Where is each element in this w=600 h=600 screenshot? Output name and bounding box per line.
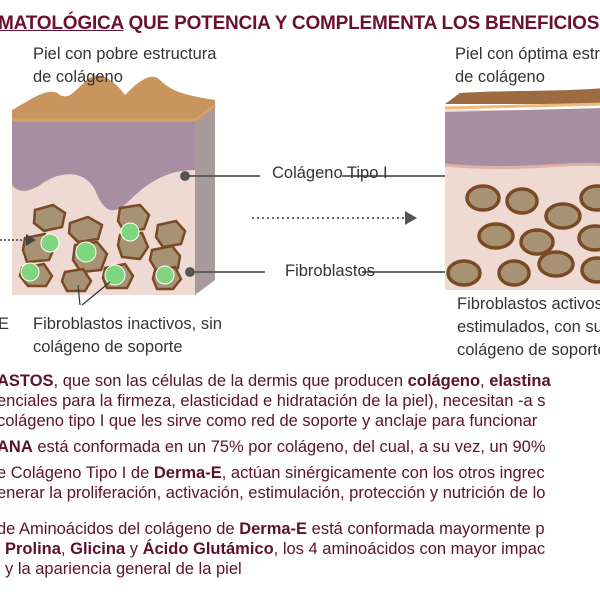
bold-text: Derma-E xyxy=(153,464,222,482)
text: e Colágeno Tipo I de xyxy=(0,464,154,482)
right-caption-line: Piel con óptima estru xyxy=(455,45,600,63)
paragraph-amino-acids: de Aminoácidos del colágeno de Derma-E e… xyxy=(0,519,545,579)
bold-text: Derma-E xyxy=(239,520,308,538)
text: , xyxy=(480,372,490,390)
title-underlined: MATOLÓGICA xyxy=(0,13,124,34)
inactive-caption-line: colágeno de soporte xyxy=(33,338,183,356)
active-caption-line: Fibroblastos activos xyxy=(457,295,600,313)
text-line: enciales para la firmeza, elasticidad e … xyxy=(0,392,546,410)
text: está conformada mayormente p xyxy=(307,520,545,538)
inactive-caption-line: Fibroblastos inactivos, sin xyxy=(33,315,222,333)
active-caption-line: colágeno de soporte xyxy=(457,341,600,359)
inactive-caption: Fibroblastos inactivos, sin colágeno de … xyxy=(33,313,222,359)
poor-skin-block xyxy=(0,75,216,306)
text-line: y la apariencia general de la piel xyxy=(5,560,242,578)
label-collagen-type-1: Colágeno Tipo I xyxy=(272,164,388,182)
bold-text: elastina xyxy=(489,372,551,390)
active-caption-line: estimulados, con su xyxy=(457,318,600,336)
label-fibroblasts: Fibroblastos xyxy=(285,262,375,280)
bold-text: ANA xyxy=(0,438,33,456)
bold-text: Prolina xyxy=(5,540,61,558)
bold-text: colágeno xyxy=(407,372,481,390)
paragraph-fibroblasts: ASTOS, que son las células de la dermis … xyxy=(0,371,551,431)
text-line: enerar la proliferación, activación, est… xyxy=(0,484,546,502)
left-caption-line: de colágeno xyxy=(33,68,123,86)
text: , xyxy=(60,540,71,558)
active-fibroblasts xyxy=(446,184,600,287)
text: , los 4 aminoácidos con mayor impac xyxy=(273,540,546,558)
bold-text: Glicina xyxy=(70,540,126,558)
left-caption: Piel con pobre estructura de colágeno xyxy=(33,43,216,89)
text: y xyxy=(125,540,143,558)
bold-text: Ácido Glutámico xyxy=(142,540,274,558)
active-caption: Fibroblastos activos estimulados, con su… xyxy=(457,293,600,362)
text: está conformada en un 75% por colágeno, … xyxy=(32,438,546,456)
text-line: colágeno tipo I que les sirve como red d… xyxy=(0,412,538,430)
right-caption-line: de colágeno xyxy=(455,68,545,86)
paragraph-collagen-type-1: e Colágeno Tipo I de Derma-E, actúan sin… xyxy=(0,463,545,503)
text: , que son las células de la dermis que p… xyxy=(53,372,408,390)
paragraph-skin: ANA está conformada en un 75% por coláge… xyxy=(0,437,546,457)
text: , actúan sinérgicamente con los otros in… xyxy=(221,464,545,482)
left-edge-letter: E xyxy=(0,315,10,333)
right-caption: Piel con óptima estru de colágeno xyxy=(455,43,600,89)
page-title: MATOLÓGICA QUE POTENCIA Y COMPLEMENTA LO… xyxy=(0,13,600,35)
bold-text: ASTOS xyxy=(0,372,54,390)
optimal-skin-block xyxy=(444,88,600,290)
left-caption-line: Piel con pobre estructura xyxy=(33,45,217,63)
text: de Aminoácidos del colágeno de xyxy=(0,520,240,538)
collagen-clusters xyxy=(20,222,175,286)
title-rest: QUE POTENCIA Y COMPLEMENTA LOS BENEFICIO… xyxy=(123,13,600,34)
